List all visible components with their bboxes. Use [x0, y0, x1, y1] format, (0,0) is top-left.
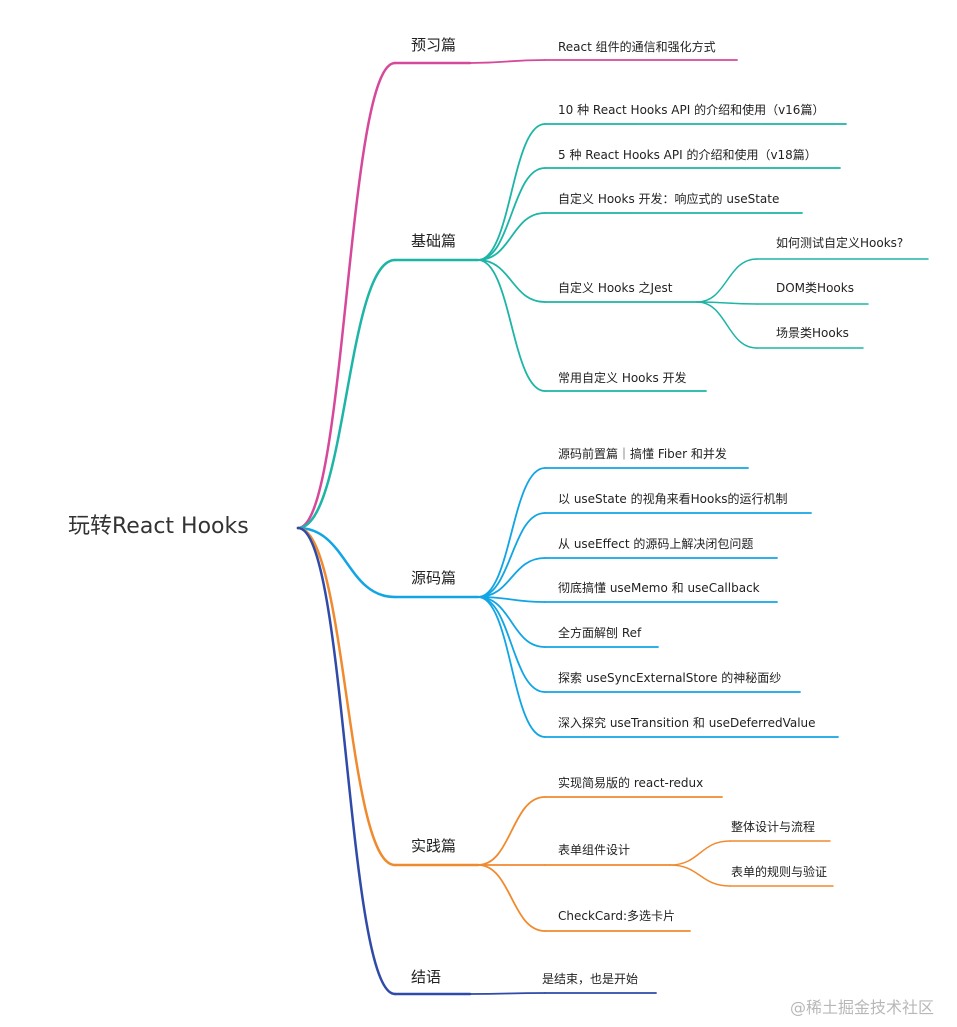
- root-connector: [296, 526, 397, 867]
- topic-node: 5 种 React Hooks API 的介绍和使用（v18篇）: [558, 148, 817, 162]
- topic-node: 深入探究 useTransition 和 useDeferredValue: [558, 716, 816, 730]
- topic-node: CheckCard:多选卡片: [558, 909, 676, 923]
- topic-node: 探索 useSyncExternalStore 的神秘面纱: [558, 671, 782, 685]
- topic-connector: [477, 123, 546, 261]
- topic-node: 常用自定义 Hooks 开发: [558, 371, 687, 385]
- subtopic-node: DOM类Hooks: [776, 281, 854, 295]
- topic-node: React 组件的通信和强化方式: [558, 40, 716, 54]
- topic-node: 是结束，也是开始: [542, 972, 639, 986]
- branch-preview: 预习篇: [411, 36, 457, 54]
- subtopic-connector: [669, 864, 731, 887]
- subtopic-node: 场景类Hooks: [776, 326, 849, 340]
- topic-connector: [477, 212, 546, 261]
- subtopic-node: 表单的规则与验证: [731, 865, 828, 879]
- subtopic-node: 如何测试自定义Hooks?: [776, 236, 904, 250]
- root-connector: [296, 258, 397, 530]
- topic-connector: [477, 467, 546, 598]
- subtopic-connector: [696, 258, 758, 303]
- topic-node: 自定义 Hooks 之Jest: [558, 281, 673, 295]
- root-node: 玩转React Hooks: [68, 514, 249, 539]
- topic-node: 表单组件设计: [558, 843, 631, 857]
- topic-connector: [477, 864, 546, 932]
- topic-node: 自定义 Hooks 开发：响应式的 useState: [558, 192, 780, 206]
- connector-lines: [296, 59, 929, 996]
- topic-connector: [477, 167, 546, 261]
- topic-connector: [469, 59, 546, 64]
- watermark: @稀土掘金技术社区: [790, 998, 935, 1017]
- topic-node: 10 种 React Hooks API 的介绍和使用（v16篇）: [558, 103, 825, 117]
- topic-connector: [469, 992, 546, 995]
- topic-connector: [477, 557, 546, 598]
- subtopic-connector: [696, 301, 758, 305]
- branch-basic: 基础篇: [411, 232, 457, 250]
- topic-node: 实现简易版的 react-redux: [558, 776, 704, 790]
- topic-connector: [477, 596, 546, 603]
- root-connector: [296, 526, 397, 599]
- branch-ending: 结语: [411, 968, 442, 986]
- topic-connector: [477, 796, 546, 866]
- subtopic-connector: [669, 840, 731, 866]
- topic-connector: [477, 596, 546, 648]
- topic-node: 全方面解刨 Ref: [558, 626, 642, 640]
- subtopic-connector: [696, 301, 758, 349]
- topic-connector: [477, 512, 546, 598]
- topic-node: 彻底搞懂 useMemo 和 useCallback: [558, 581, 760, 595]
- root-connector: [296, 526, 397, 996]
- topic-node: 从 useEffect 的源码上解决闭包问题: [558, 537, 754, 551]
- topic-connector: [477, 259, 546, 303]
- topic-connector: [477, 596, 546, 693]
- branch-practice: 实践篇: [411, 837, 457, 855]
- topic-connector: [477, 596, 546, 738]
- topic-node: 源码前置篇｜搞懂 Fiber 和并发: [558, 447, 727, 461]
- subtopic-node: 整体设计与流程: [731, 820, 816, 834]
- topic-connector: [477, 259, 546, 392]
- branch-source: 源码篇: [411, 569, 457, 587]
- topic-node: 以 useState 的视角来看Hooks的运行机制: [558, 492, 788, 506]
- root-connector: [296, 61, 397, 530]
